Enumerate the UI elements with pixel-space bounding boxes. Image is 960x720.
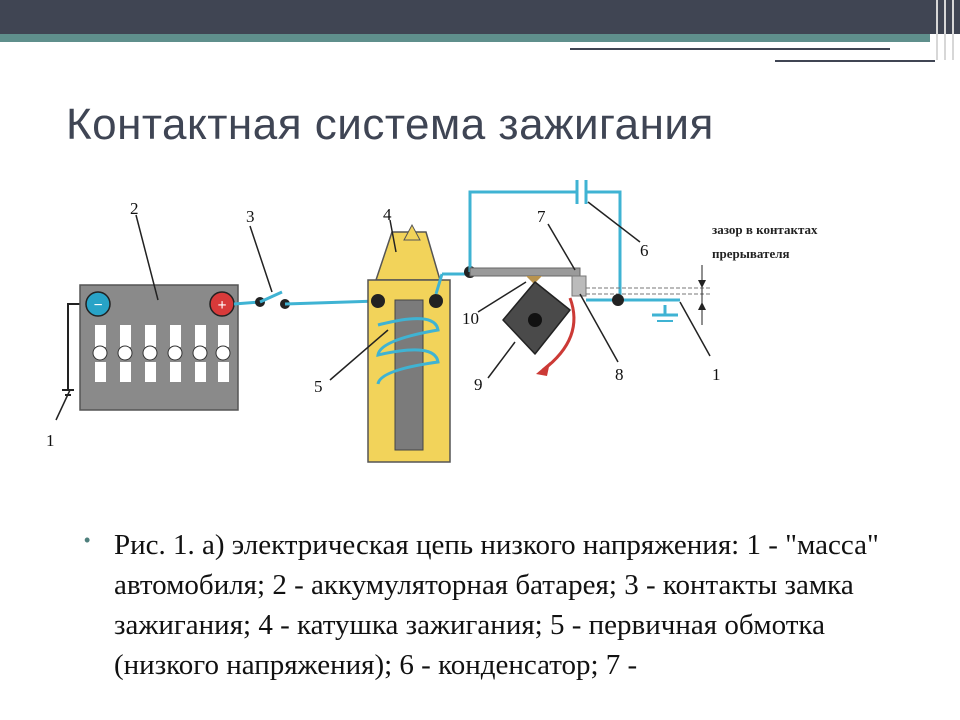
label-2-battery: 2 (130, 199, 139, 218)
leader-line (389, 219, 397, 253)
primary-winding (376, 317, 440, 385)
label-5-primary-winding: 5 (314, 377, 323, 396)
wire (284, 299, 379, 306)
leader-line (679, 301, 711, 357)
coil-terminal (429, 294, 443, 308)
gap-label-line2: прерывателя (712, 246, 790, 261)
label-6-capacitor: 6 (640, 241, 649, 260)
decor-line (775, 60, 935, 62)
decor-line (570, 48, 890, 50)
cam-shaft (528, 313, 542, 327)
capacitor-wire (586, 190, 622, 300)
label-1-ground: 1 (46, 431, 55, 450)
decor-vertical-line (936, 0, 938, 60)
coil-core (394, 299, 424, 451)
gap-arrow (698, 280, 706, 288)
rubbing-block (526, 276, 542, 284)
decor-vertical-line (944, 0, 946, 60)
coil-terminal (371, 294, 385, 308)
wire (434, 273, 444, 295)
label-8-contacts: 8 (615, 365, 624, 384)
minus-sign: − (93, 297, 102, 314)
bullet-icon: • (84, 530, 91, 550)
gap-arrow (698, 302, 706, 310)
leader-line (547, 223, 576, 271)
leader-line (579, 293, 619, 363)
label-1-ground-right: 1 (712, 365, 721, 384)
plus-sign: + (217, 297, 226, 314)
leader-line (55, 389, 71, 421)
label-3-switch: 3 (246, 207, 255, 226)
ignition-coil (367, 223, 451, 463)
leader-line (587, 201, 641, 243)
decor-vertical-line (952, 0, 954, 60)
rotation-arrow (542, 297, 576, 372)
gap-label-line1: зазор в контактах (712, 222, 818, 237)
ignition-switch-blade (259, 290, 283, 304)
label-10-rubbing-block: 10 (462, 309, 479, 328)
leader-line (487, 341, 516, 379)
slide-title: Контактная система зажигания (66, 100, 714, 149)
label-7-lever: 7 (537, 207, 546, 226)
ignition-circuit-diagram: − + (46, 180, 818, 463)
slide-top-bar (0, 0, 960, 34)
slide-top-stripe (0, 34, 930, 42)
figure-caption: Рис. 1. а) электрическая цепь низкого на… (114, 529, 879, 681)
capacitor-wire (468, 190, 577, 272)
battery: − + (79, 284, 239, 411)
leader-line (329, 329, 389, 381)
leader-line (477, 281, 527, 313)
breaker-contacts (571, 275, 587, 297)
leader-line (249, 225, 273, 293)
leader-line (135, 214, 159, 301)
label-9-cam: 9 (474, 375, 483, 394)
label-4-coil: 4 (383, 205, 392, 224)
breaker-lever (469, 267, 581, 277)
rotation-arrowhead (536, 362, 550, 376)
battery-negative-terminal (85, 291, 111, 317)
wire-junction (612, 294, 624, 306)
